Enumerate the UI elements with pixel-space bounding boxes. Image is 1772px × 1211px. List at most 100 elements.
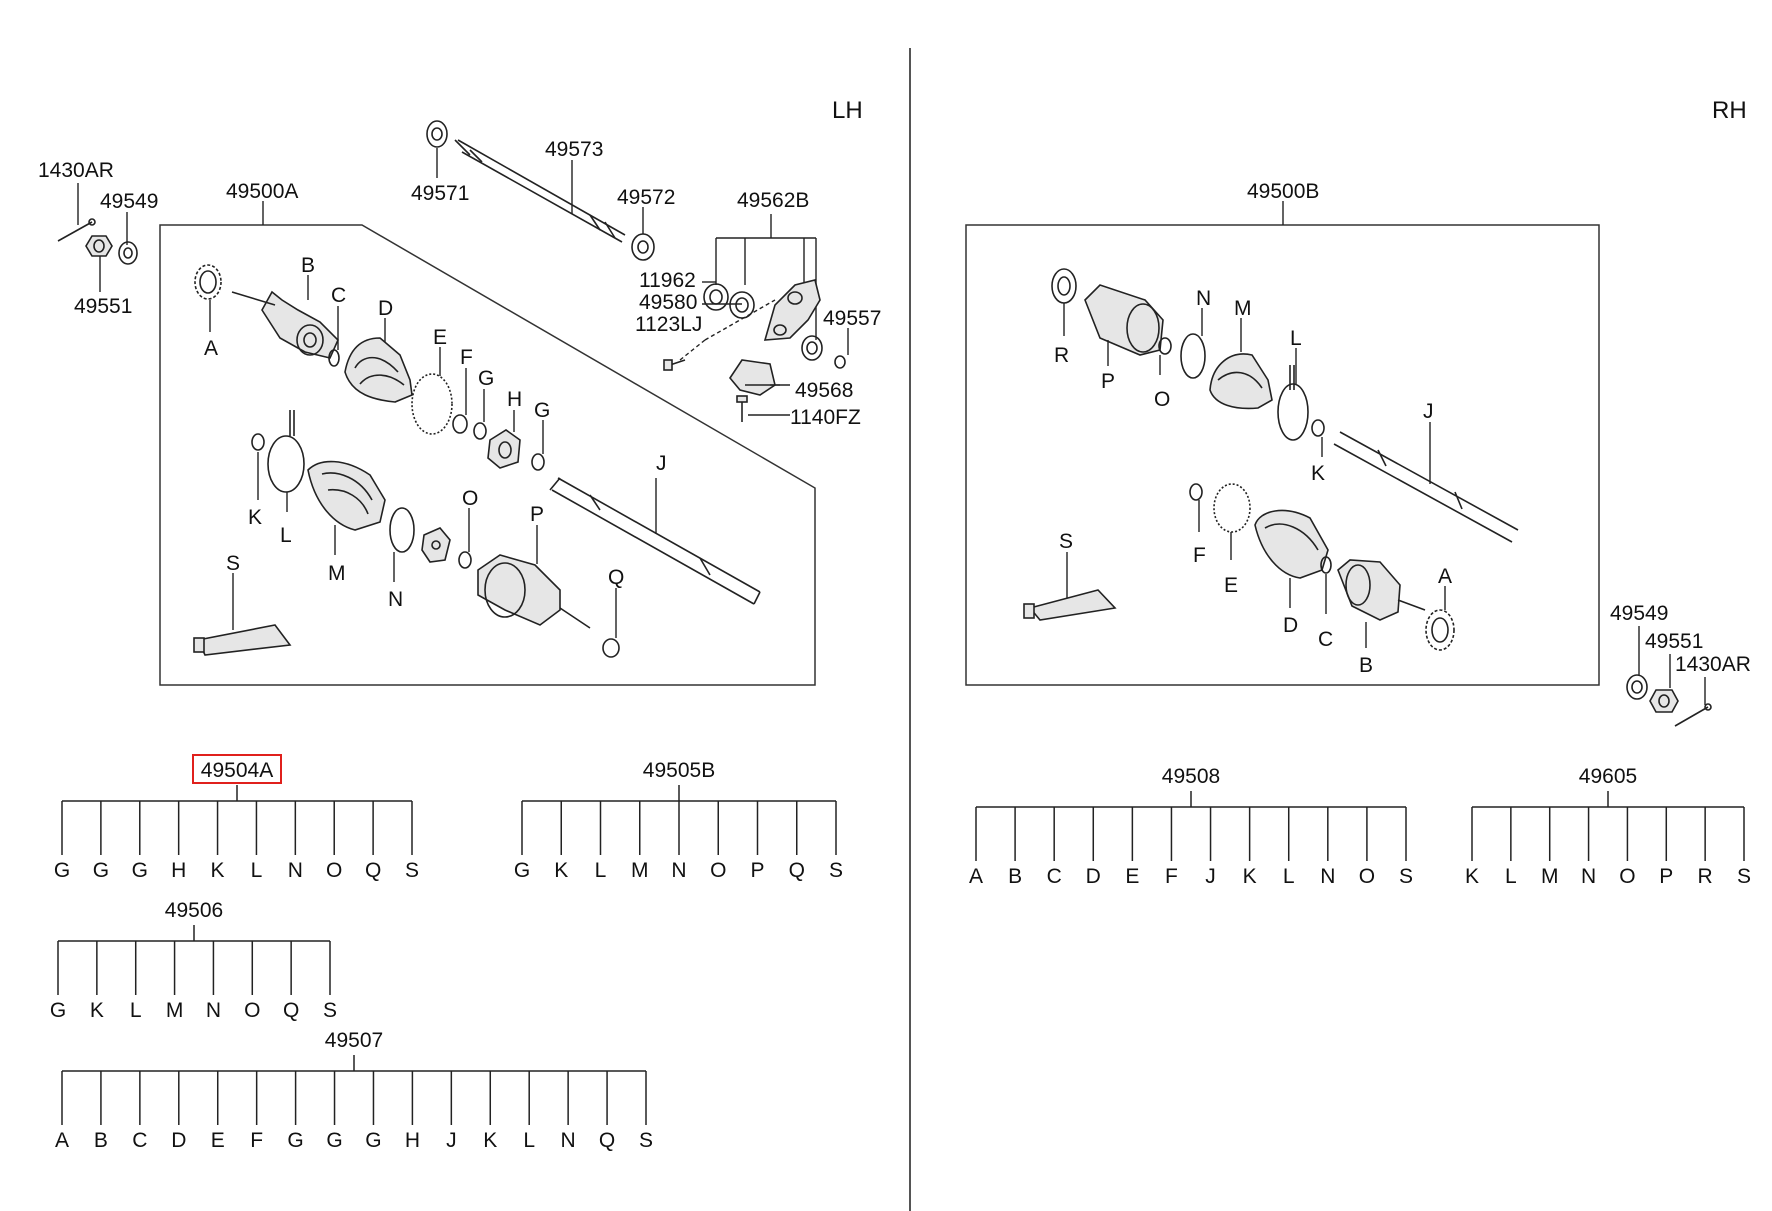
kit-item-letter[interactable]: M <box>631 859 649 882</box>
kit-item-letter[interactable]: L <box>1283 865 1295 888</box>
kit-item-letter[interactable]: A <box>55 1129 69 1152</box>
lh-letter-k[interactable]: K <box>248 506 262 529</box>
kit-item-letter[interactable]: G <box>287 1129 303 1152</box>
kit-item-letter[interactable]: B <box>1008 865 1022 888</box>
kit-label[interactable]: 49507 <box>325 1029 383 1052</box>
kit-item-letter[interactable]: M <box>166 999 184 1022</box>
kit-item-letter[interactable]: L <box>130 999 142 1022</box>
kit-item-letter[interactable]: E <box>211 1129 225 1152</box>
kit-item-letter[interactable]: O <box>326 859 342 882</box>
kit-label[interactable]: 49508 <box>1162 765 1220 788</box>
kit-item-letter[interactable]: L <box>251 859 263 882</box>
part-1430ar-label[interactable]: 1430AR <box>38 159 114 182</box>
rh-letter-l[interactable]: L <box>1290 327 1302 350</box>
lh-assembly-label[interactable]: 49500A <box>226 180 298 203</box>
rh-letter-f[interactable]: F <box>1193 544 1206 567</box>
lh-letter-e[interactable]: E <box>433 326 447 349</box>
lh-letter-n[interactable]: N <box>388 588 403 611</box>
kit-item-letter[interactable]: Q <box>599 1129 615 1152</box>
rh-letter-j[interactable]: J <box>1423 400 1434 423</box>
kit-item-letter[interactable]: G <box>365 1129 381 1152</box>
lh-letter-c[interactable]: C <box>331 284 346 307</box>
kit-item-letter[interactable]: J <box>1205 865 1216 888</box>
part-49551-label[interactable]: 49551 <box>74 295 132 318</box>
kit-item-letter[interactable]: A <box>969 865 983 888</box>
rh-letter-r[interactable]: R <box>1054 344 1069 367</box>
kit-item-letter[interactable]: K <box>1243 865 1257 888</box>
kit-item-letter[interactable]: K <box>483 1129 497 1152</box>
part-49572-label[interactable]: 49572 <box>617 186 675 209</box>
kit-item-letter[interactable]: F <box>1165 865 1178 888</box>
kit-item-letter[interactable]: O <box>710 859 726 882</box>
kit-item-letter[interactable]: L <box>595 859 607 882</box>
kit-item-letter[interactable]: K <box>1465 865 1479 888</box>
kit-item-letter[interactable]: N <box>671 859 686 882</box>
kit-item-letter[interactable]: S <box>405 859 419 882</box>
kit-item-letter[interactable]: K <box>211 859 225 882</box>
lh-letter-l[interactable]: L <box>280 524 292 547</box>
kit-item-letter[interactable]: K <box>90 999 104 1022</box>
kit-item-letter[interactable]: D <box>171 1129 186 1152</box>
kit-item-letter[interactable]: S <box>1399 865 1413 888</box>
kit-item-letter[interactable]: Q <box>283 999 299 1022</box>
rh-part-49549-label[interactable]: 49549 <box>1610 602 1668 625</box>
lh-letter-q[interactable]: Q <box>608 566 624 589</box>
kit-item-letter[interactable]: N <box>1581 865 1596 888</box>
lh-letter-m[interactable]: M <box>328 562 346 585</box>
kit-item-letter[interactable]: G <box>514 859 530 882</box>
kit-item-letter[interactable]: C <box>1047 865 1062 888</box>
lh-letter-a[interactable]: A <box>204 337 218 360</box>
lh-letter-p[interactable]: P <box>530 503 544 526</box>
rh-letter-k[interactable]: K <box>1311 462 1325 485</box>
kit-item-letter[interactable]: Q <box>365 859 381 882</box>
kit-item-letter[interactable]: O <box>244 999 260 1022</box>
kit-item-letter[interactable]: J <box>446 1129 457 1152</box>
kit-item-letter[interactable]: H <box>171 859 186 882</box>
kit-item-letter[interactable]: S <box>323 999 337 1022</box>
rh-part-49551-label[interactable]: 49551 <box>1645 630 1703 653</box>
kit-item-letter[interactable]: F <box>250 1129 263 1152</box>
part-49549-label[interactable]: 49549 <box>100 190 158 213</box>
kit-item-letter[interactable]: R <box>1698 865 1713 888</box>
kit-item-letter[interactable]: C <box>132 1129 147 1152</box>
lh-letter-h[interactable]: H <box>507 388 522 411</box>
kit-item-letter[interactable]: G <box>54 859 70 882</box>
kit-label[interactable]: 49504A <box>201 759 273 782</box>
kit-item-letter[interactable]: G <box>93 859 109 882</box>
lh-letter-b[interactable]: B <box>301 254 315 277</box>
kit-item-letter[interactable]: O <box>1359 865 1375 888</box>
lh-letter-g1[interactable]: G <box>478 367 494 390</box>
kit-item-letter[interactable]: D <box>1086 865 1101 888</box>
lh-letter-d[interactable]: D <box>378 297 393 320</box>
kit-item-letter[interactable]: G <box>326 1129 342 1152</box>
kit-item-letter[interactable]: L <box>523 1129 535 1152</box>
part-1140fz-label[interactable]: 1140FZ <box>790 406 861 429</box>
lh-letter-j[interactable]: J <box>656 452 667 475</box>
kit-label[interactable]: 49605 <box>1579 765 1637 788</box>
kit-item-letter[interactable]: N <box>288 859 303 882</box>
kit-item-letter[interactable]: Q <box>789 859 805 882</box>
kit-item-letter[interactable]: M <box>1541 865 1559 888</box>
kit-item-letter[interactable]: P <box>750 859 764 882</box>
rh-letter-s[interactable]: S <box>1059 530 1073 553</box>
rh-letter-m[interactable]: M <box>1234 297 1252 320</box>
rh-letter-o[interactable]: O <box>1154 388 1170 411</box>
rh-letter-e[interactable]: E <box>1224 574 1238 597</box>
rh-letter-a[interactable]: A <box>1438 565 1452 588</box>
kit-item-letter[interactable]: S <box>639 1129 653 1152</box>
kit-item-letter[interactable]: N <box>1320 865 1335 888</box>
rh-part-1430ar-label[interactable]: 1430AR <box>1675 653 1751 676</box>
kit-item-letter[interactable]: L <box>1505 865 1517 888</box>
kit-label[interactable]: 49505B <box>643 759 715 782</box>
lh-letter-s[interactable]: S <box>226 552 240 575</box>
kit-item-letter[interactable]: S <box>1737 865 1751 888</box>
lh-letter-g2[interactable]: G <box>534 399 550 422</box>
lh-letter-f[interactable]: F <box>460 346 473 369</box>
part-49557-label[interactable]: 49557 <box>823 307 881 330</box>
kit-label[interactable]: 49506 <box>165 899 223 922</box>
kit-item-letter[interactable]: P <box>1659 865 1673 888</box>
part-1123lj-label[interactable]: 1123LJ <box>635 313 702 336</box>
part-11962-label[interactable]: 11962 <box>639 269 696 292</box>
kit-item-letter[interactable]: N <box>206 999 221 1022</box>
part-49571-label[interactable]: 49571 <box>411 182 469 205</box>
